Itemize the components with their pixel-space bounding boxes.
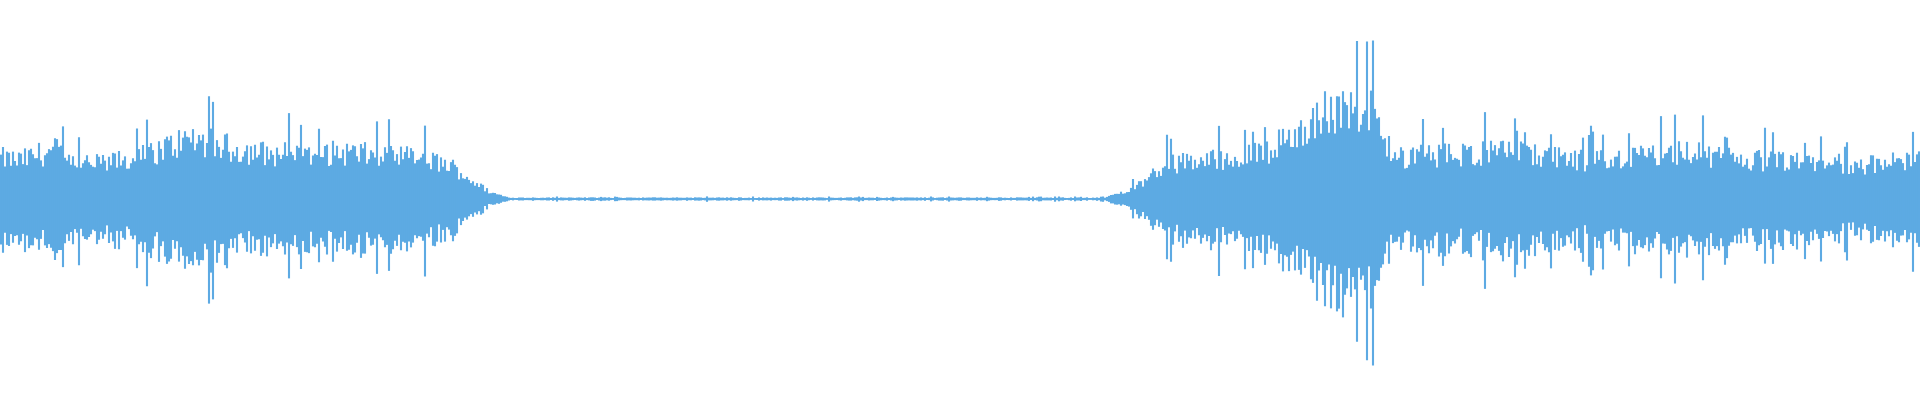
waveform-samples [0,40,1920,366]
